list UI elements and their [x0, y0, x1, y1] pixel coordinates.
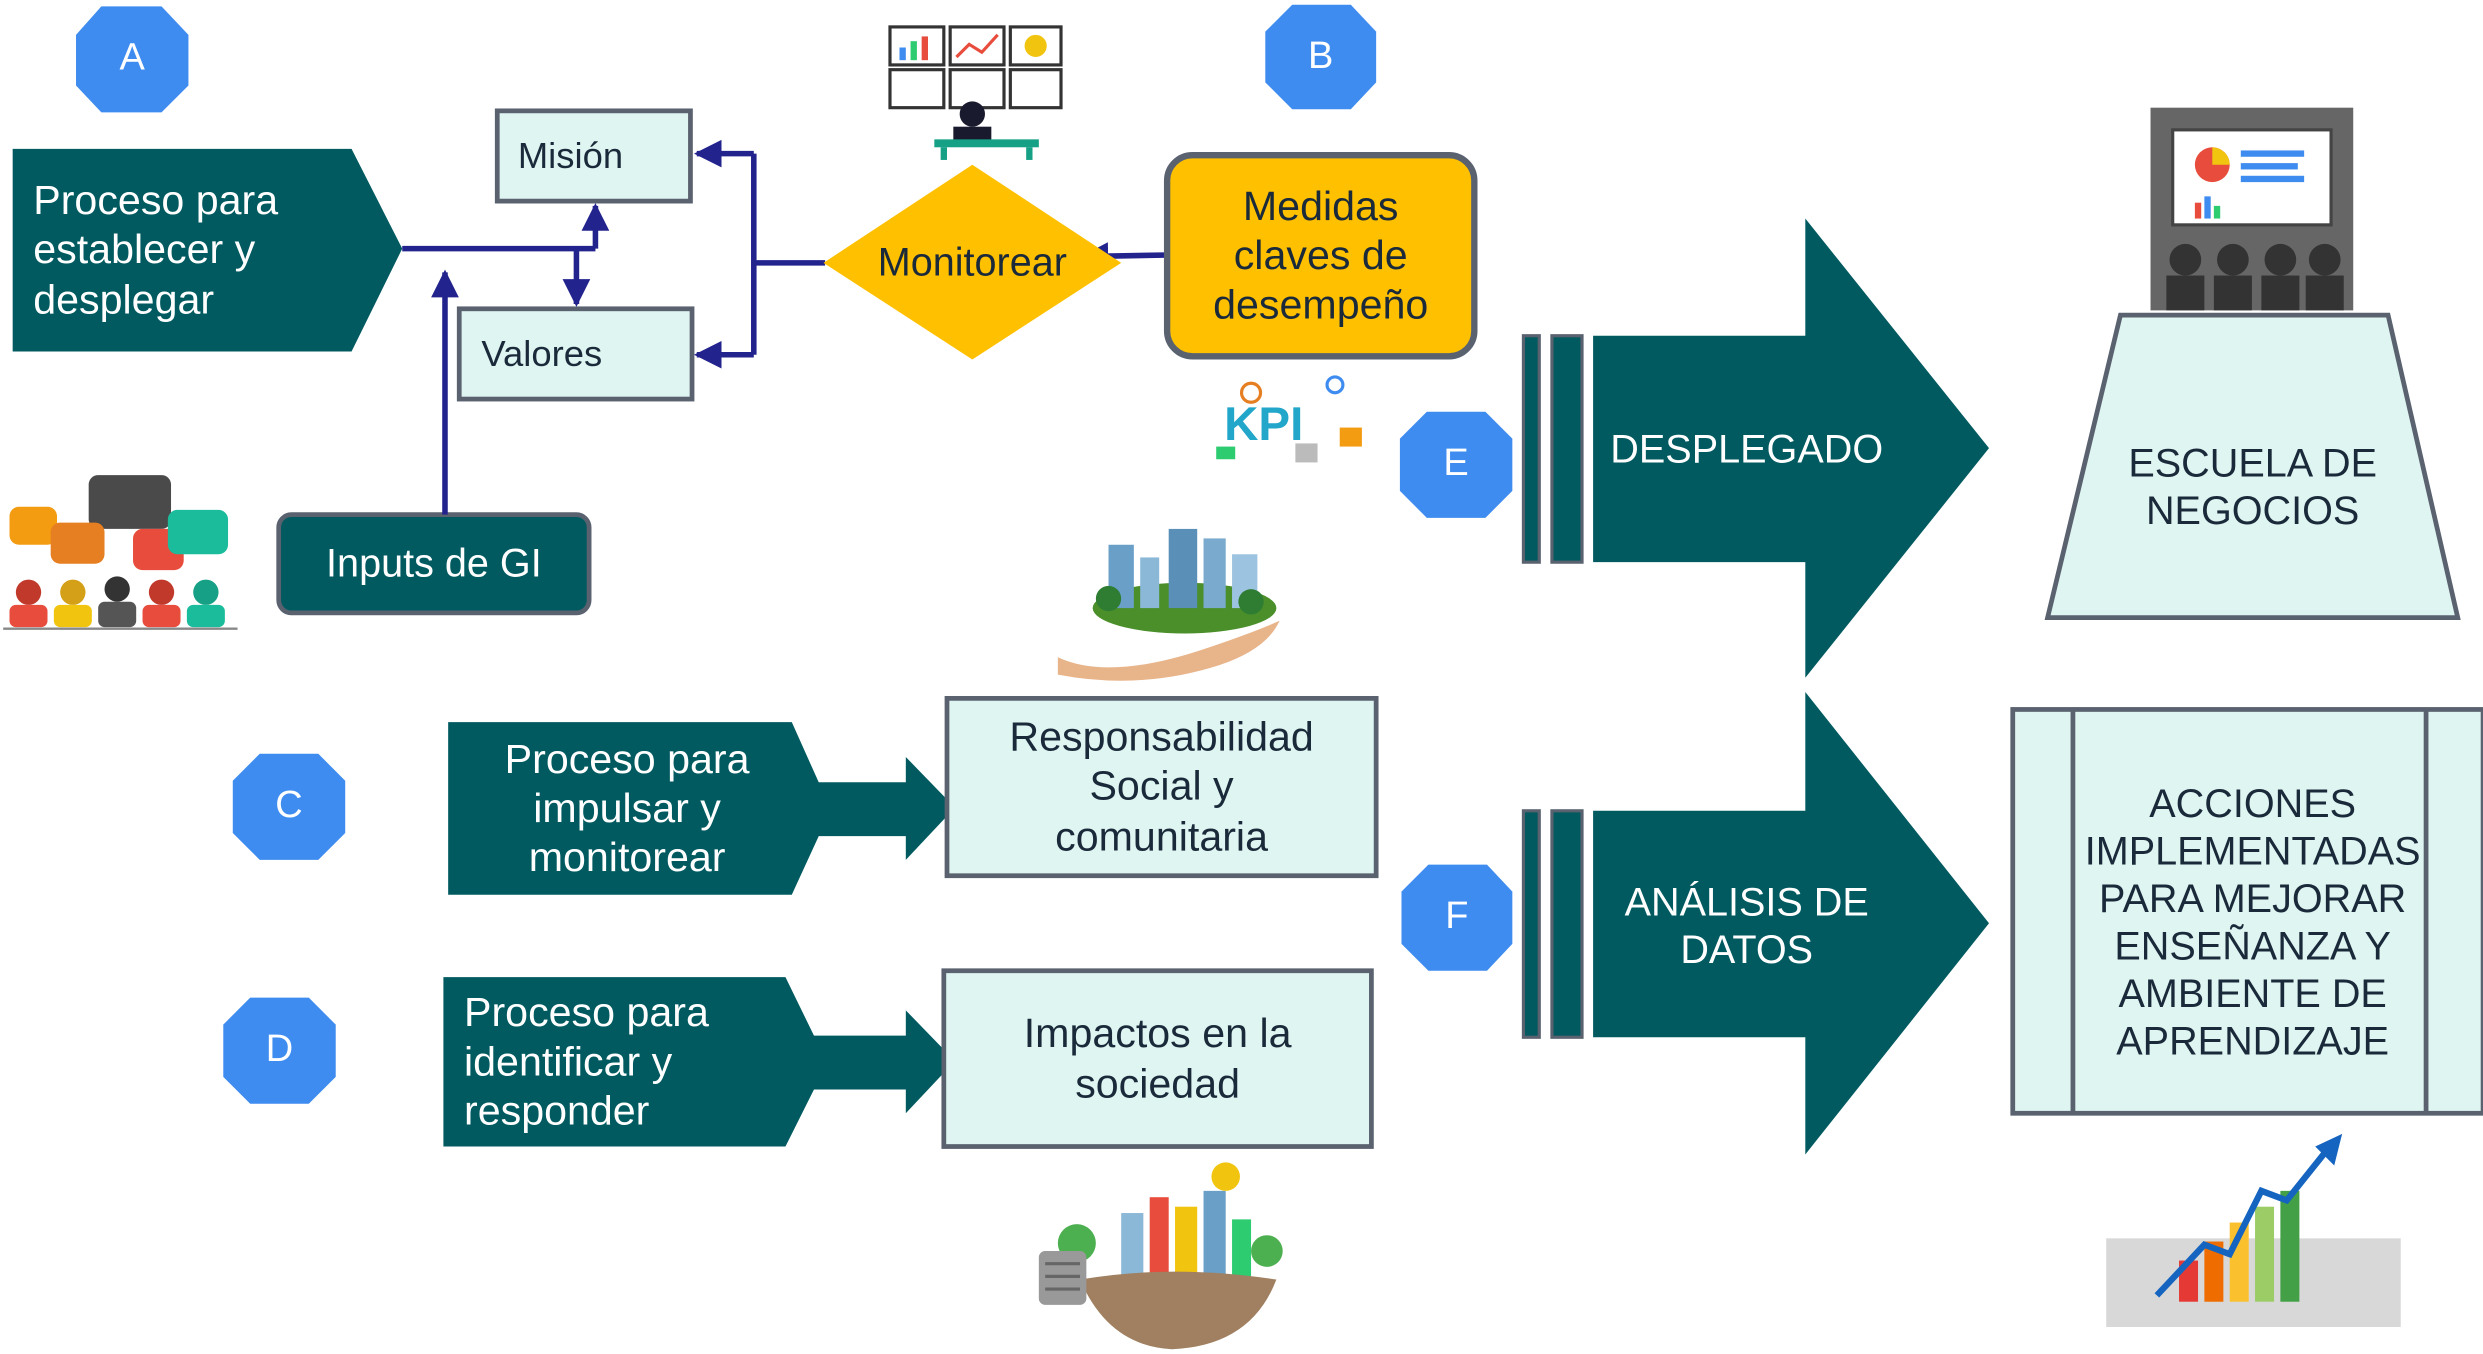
responsabilidad-label: Responsabilidad Social y comunitaria [1009, 712, 1314, 860]
presentation-audience-icon [2150, 107, 2354, 311]
process-c-shape [448, 722, 955, 895]
badge-e-shape [1399, 411, 1513, 518]
process-c-label: Proceso para impulsar y monitorear [504, 734, 750, 881]
desplegado-label: DESPLEGADO [1610, 427, 1884, 472]
analisis-arrow [1521, 692, 1990, 1155]
escuela-trapezoid [2044, 312, 2461, 620]
badge-b-shape [1265, 4, 1377, 110]
analisis-label: ANÁLISIS DE DATOS [1624, 880, 1869, 973]
hand-city-icon [1057, 528, 1280, 681]
inputs-box [276, 512, 592, 616]
people-values-icon [3, 475, 238, 630]
monitorear-label: Monitorear [877, 240, 1067, 286]
badge-e: E [1443, 441, 1469, 485]
growth-chart-icon [2106, 1133, 2401, 1328]
valores-label: Valores [481, 332, 603, 374]
acciones-box [2010, 707, 2483, 1116]
eco-bulb-icon [1038, 1162, 1283, 1350]
impactos-label: Impactos en la sociedad [1023, 1009, 1292, 1107]
monitorear-diamond [823, 164, 1122, 360]
badge-d-shape [223, 997, 336, 1104]
badge-c-shape [232, 753, 346, 860]
medidas-box [1163, 152, 1478, 360]
process-d-shape [443, 977, 955, 1147]
impactos-box [941, 968, 1374, 1149]
mision-label: Misión [517, 134, 624, 176]
process-d-label: Proceso para identificar y responder [463, 987, 709, 1135]
monitor-wall-icon [888, 25, 1063, 160]
badge-c: C [275, 784, 303, 827]
kpi-icon: KPI [1216, 375, 1362, 463]
kpi-text: KPI [1224, 398, 1303, 451]
badge-a: A [119, 36, 145, 80]
inputs-label: Inputs de GI [326, 541, 542, 586]
badge-b: B [1308, 34, 1334, 77]
process-a-shape [12, 148, 403, 352]
badge-d: D [265, 1027, 294, 1071]
process-a-label: Proceso para establecer y desplegar [33, 176, 279, 323]
desplegado-arrow [1521, 218, 1990, 678]
medidas-label: Medidas claves de desempeño [1213, 181, 1429, 328]
connector-lines-a [402, 139, 1169, 515]
escuela-label: ESCUELA DE NEGOCIOS [2128, 441, 2377, 534]
valores-box [456, 306, 695, 402]
mision-box [494, 108, 693, 204]
badge-f: F [1445, 894, 1469, 938]
acciones-label: ACCIONES IMPLEMENTADAS PARA MEJORAR ENSE… [2084, 781, 2421, 1064]
responsabilidad-box [944, 695, 1379, 879]
badge-a-shape [76, 6, 189, 113]
badge-f-shape [1401, 864, 1513, 971]
